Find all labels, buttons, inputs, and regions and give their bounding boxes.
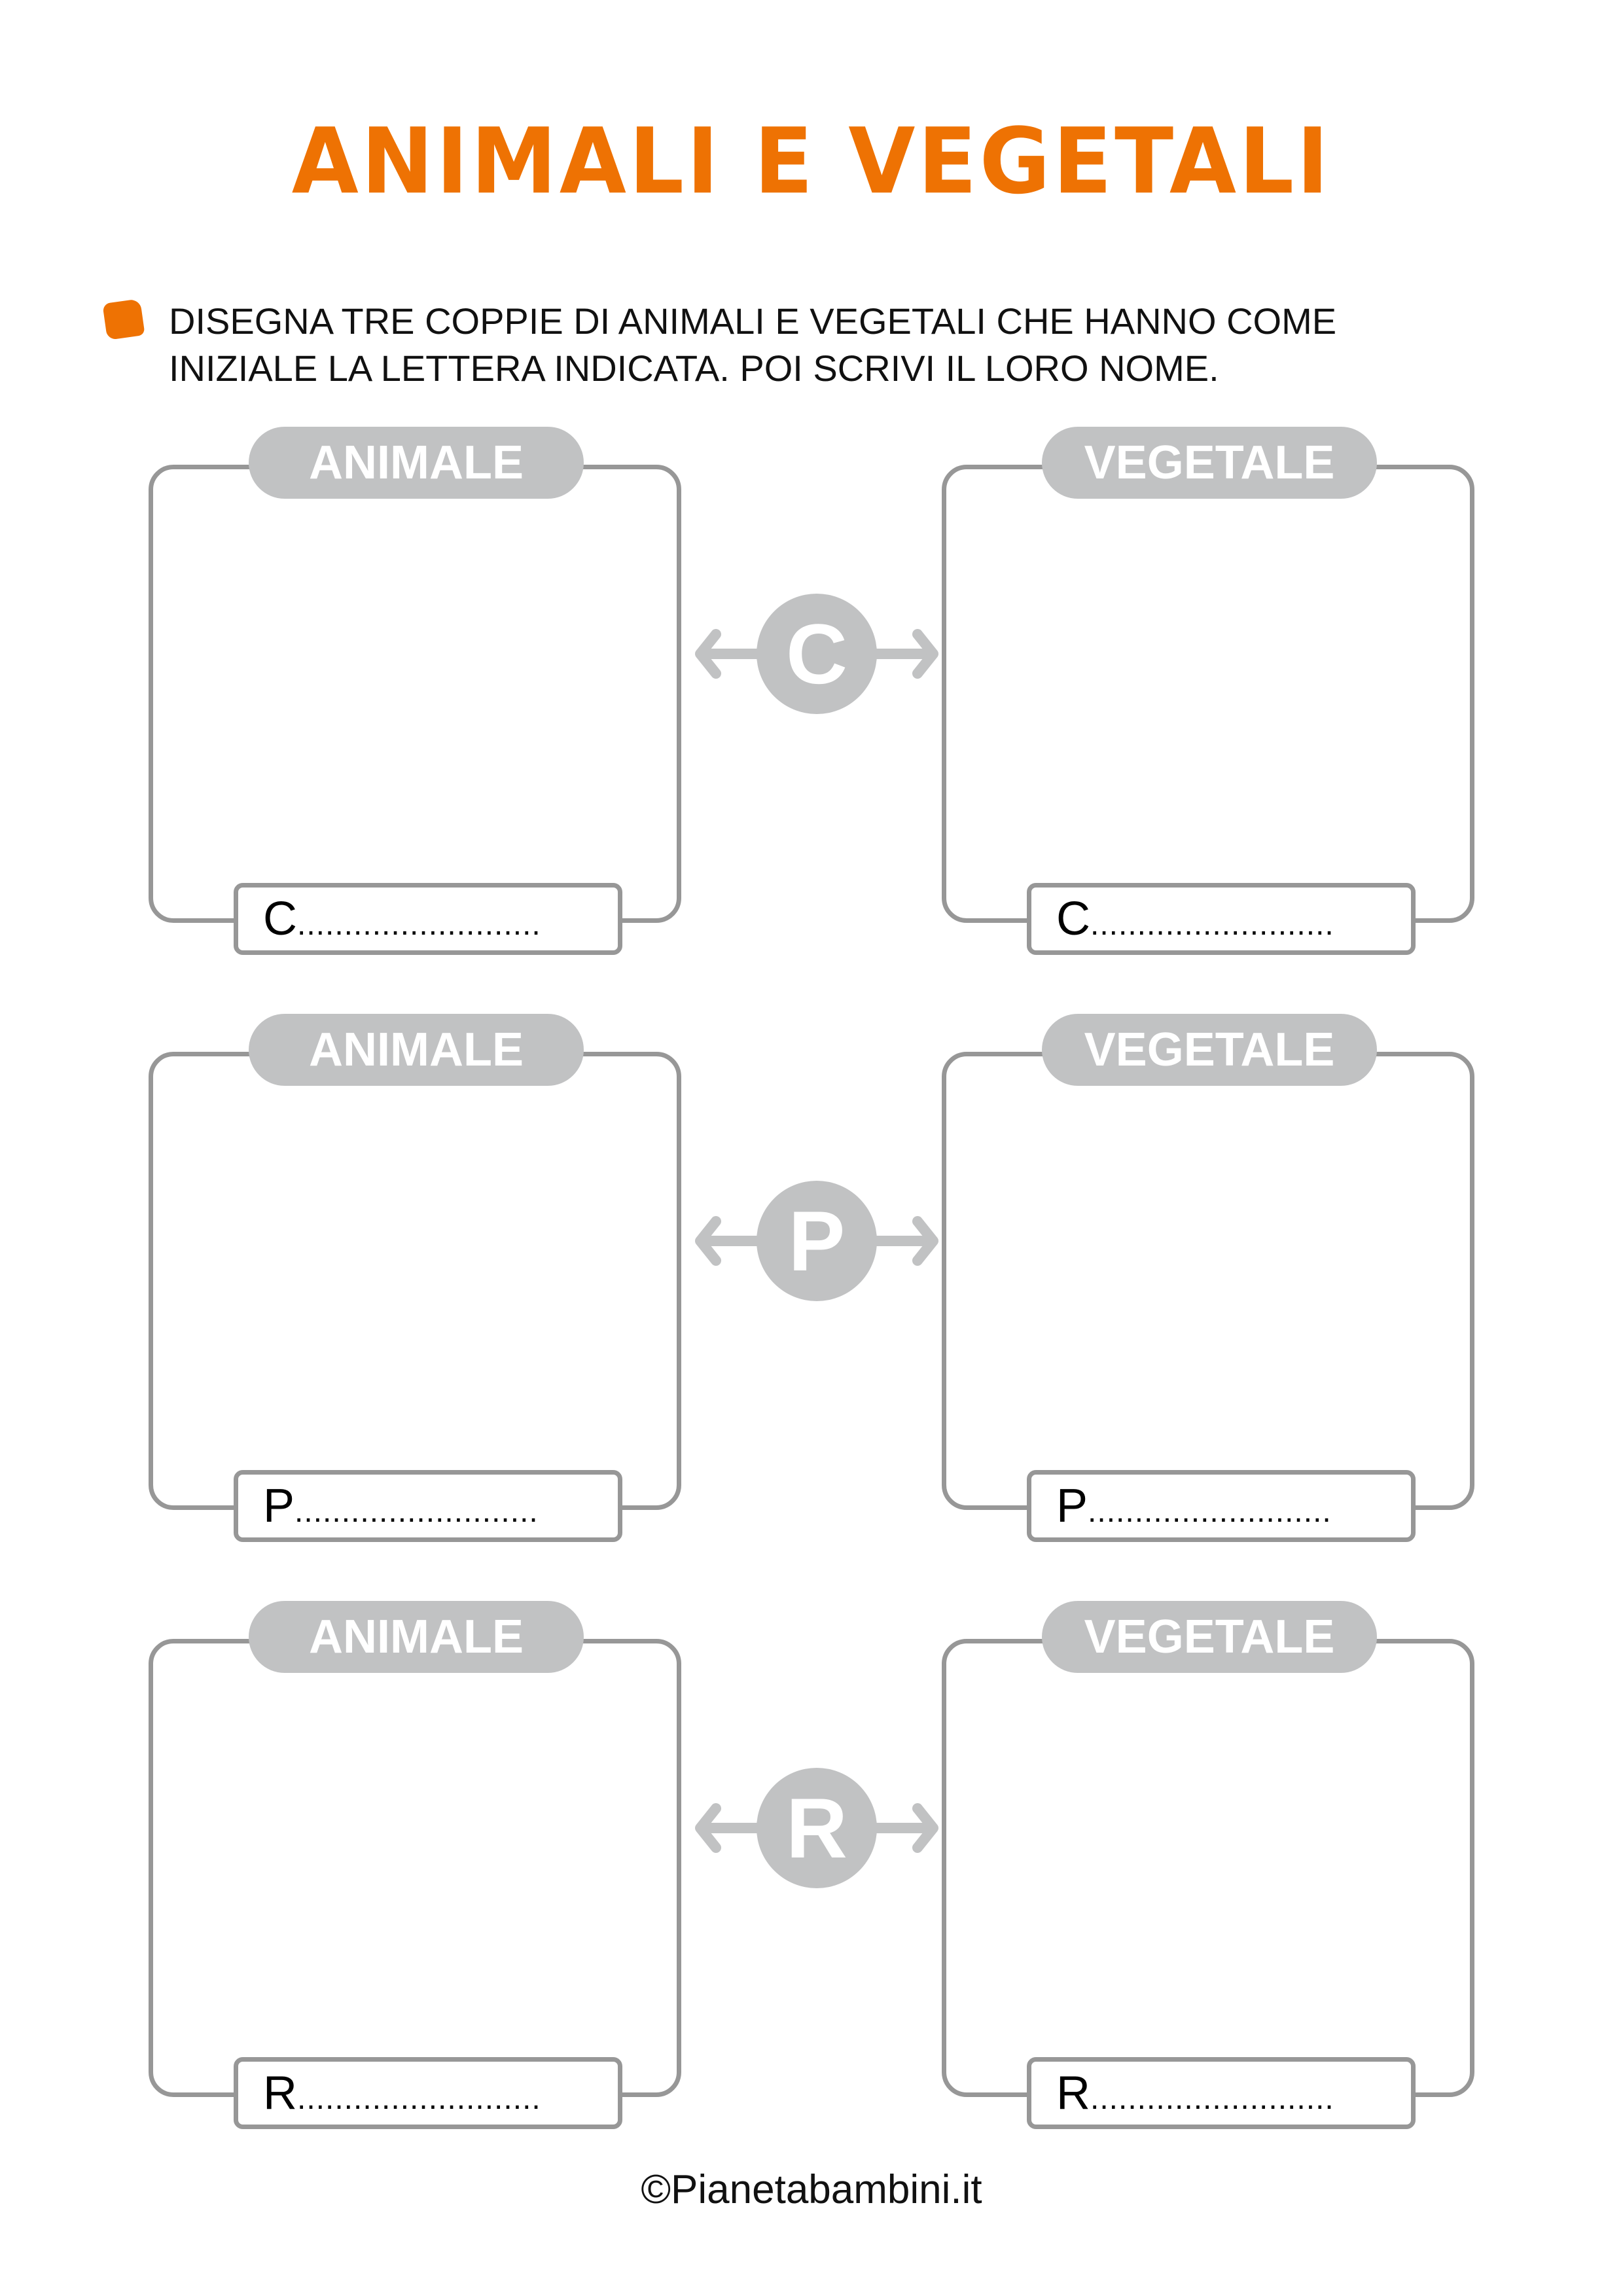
animal-label: ANIMALE [249, 1601, 584, 1673]
animal-label: ANIMALE [249, 427, 584, 499]
instruction-line-2: INIZIALE LA LETTERA INDICATA. POI SCRIVI… [169, 348, 1219, 389]
name-dots: .......................... [1090, 907, 1334, 942]
letter-connector: R [691, 1768, 942, 1888]
double-arrow-icon [695, 1803, 938, 1853]
plant-label: VEGETALE [1042, 1601, 1377, 1673]
animal-drawing-area[interactable] [149, 1052, 681, 1510]
name-dots: .......................... [297, 907, 541, 942]
plant-name-initial: R [1056, 2067, 1090, 2119]
animal-name-initial: P [263, 1480, 295, 1532]
name-dots: .......................... [1088, 1494, 1332, 1529]
name-dots: .......................... [1090, 2081, 1334, 2116]
name-dots: .......................... [294, 1494, 539, 1529]
double-arrow-icon [695, 1216, 938, 1266]
letter-pair-row: ANIMALE C.......................... VEGE… [0, 427, 1623, 963]
letter-pair-row: ANIMALE P.......................... VEGE… [0, 1014, 1623, 1551]
letter-connector: P [691, 1181, 942, 1301]
copyright-footer: ©Pianetabambini.it [641, 2167, 982, 2212]
instructions: DISEGNA TRE COPPIE DI ANIMALI E VEGETALI… [169, 298, 1336, 392]
name-dots: .......................... [297, 2081, 541, 2116]
animal-name-field[interactable]: P.......................... [234, 1470, 622, 1542]
letter-pair-row: ANIMALE R.......................... VEGE… [0, 1601, 1623, 2138]
bullet-icon [102, 298, 145, 340]
instruction-line-1: DISEGNA TRE COPPIE DI ANIMALI E VEGETALI… [169, 300, 1337, 342]
plant-label: VEGETALE [1042, 427, 1377, 499]
letter-badge: P [757, 1181, 877, 1301]
plant-drawing-area[interactable] [942, 465, 1474, 923]
plant-name-field[interactable]: C.......................... [1027, 883, 1416, 955]
plant-drawing-area[interactable] [942, 1639, 1474, 2097]
plant-label: VEGETALE [1042, 1014, 1377, 1086]
animal-name-initial: C [263, 893, 297, 945]
plant-name-initial: P [1056, 1480, 1088, 1532]
animal-drawing-area[interactable] [149, 465, 681, 923]
double-arrow-icon [695, 629, 938, 679]
page-title: ANIMALI E VEGETALI [291, 109, 1332, 215]
plant-name-initial: C [1056, 893, 1090, 945]
plant-drawing-area[interactable] [942, 1052, 1474, 1510]
animal-name-field[interactable]: C.......................... [234, 883, 622, 955]
animal-name-field[interactable]: R.......................... [234, 2057, 622, 2129]
plant-name-field[interactable]: P.......................... [1027, 1470, 1416, 1542]
animal-drawing-area[interactable] [149, 1639, 681, 2097]
letter-connector: C [691, 594, 942, 714]
letter-badge: C [757, 594, 877, 714]
animal-label: ANIMALE [249, 1014, 584, 1086]
letter-badge: R [757, 1768, 877, 1888]
animal-name-initial: R [263, 2067, 297, 2119]
plant-name-field[interactable]: R.......................... [1027, 2057, 1416, 2129]
